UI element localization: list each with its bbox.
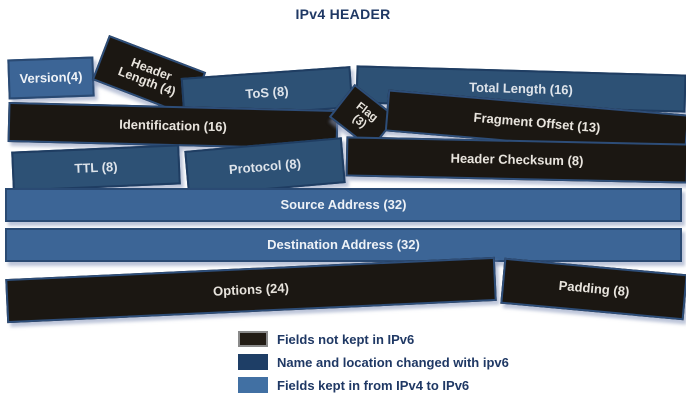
field-box-source-address: Source Address (32) bbox=[5, 188, 682, 222]
field-label-protocol: Protocol (8) bbox=[228, 156, 302, 178]
field-label-version: Version(4) bbox=[19, 69, 83, 87]
field-label-ttl: TTL (8) bbox=[74, 159, 118, 177]
field-label-fragment-offset: Fragment Offset (13) bbox=[473, 109, 601, 136]
legend-row-kept: Fields kept in from IPv4 to IPv6 bbox=[238, 377, 509, 393]
field-label-tos: ToS (8) bbox=[244, 83, 289, 102]
field-box-header-checksum: Header Checksum (8) bbox=[345, 136, 686, 184]
field-box-ttl: TTL (8) bbox=[11, 144, 181, 192]
field-label-identification: Identification (16) bbox=[119, 116, 227, 135]
legend-label-not-kept: Fields not kept in IPv6 bbox=[277, 331, 415, 347]
legend-label-name-location-changed: Name and location changed with ipv6 bbox=[277, 354, 509, 370]
field-label-total-length: Total Length (16) bbox=[468, 79, 574, 98]
legend-swatch-not-kept bbox=[238, 331, 268, 347]
field-box-options: Options (24) bbox=[5, 256, 497, 324]
field-label-destination-address: Destination Address (32) bbox=[267, 237, 420, 253]
field-label-header-checksum: Header Checksum (8) bbox=[450, 150, 584, 169]
page-title: IPv4 HEADER bbox=[295, 6, 391, 22]
legend-swatch-kept bbox=[238, 377, 268, 393]
legend-row-name-location-changed: Name and location changed with ipv6 bbox=[238, 354, 509, 370]
legend-label-kept: Fields kept in from IPv4 to IPv6 bbox=[277, 377, 470, 393]
legend-row-not-kept: Fields not kept in IPv6 bbox=[238, 331, 509, 347]
field-box-padding: Padding (8) bbox=[500, 257, 686, 321]
field-label-source-address: Source Address (32) bbox=[280, 197, 407, 213]
legend: Fields not kept in IPv6 Name and locatio… bbox=[238, 331, 509, 393]
field-label-padding: Padding (8) bbox=[558, 277, 630, 300]
legend-swatch-name-location-changed bbox=[238, 354, 268, 370]
field-box-destination-address: Destination Address (32) bbox=[5, 228, 682, 262]
field-label-options: Options (24) bbox=[212, 280, 290, 299]
field-box-version: Version(4) bbox=[7, 56, 95, 100]
